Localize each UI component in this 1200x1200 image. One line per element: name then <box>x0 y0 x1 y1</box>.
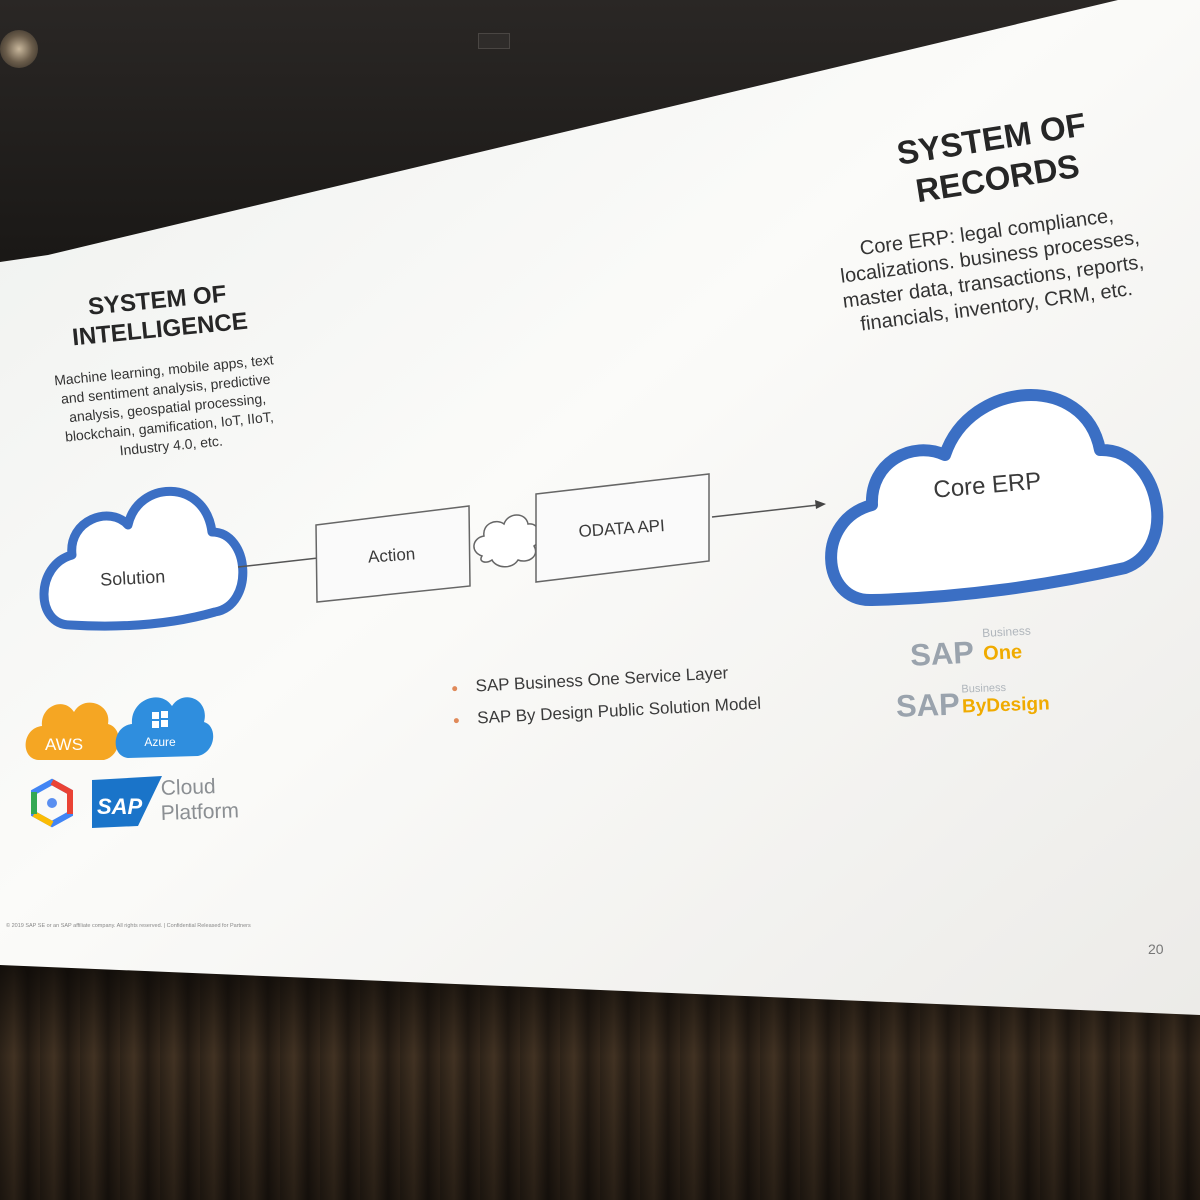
google-cloud-logo-icon <box>31 778 73 828</box>
svg-text:Business: Business <box>982 624 1031 641</box>
core-erp-cloud-icon: Core ERP <box>825 389 1164 607</box>
solution-cloud-icon: Solution <box>39 486 248 631</box>
page-number: 20 <box>1148 941 1164 957</box>
svg-text:ByDesign: ByDesign <box>962 693 1050 717</box>
aws-logo-icon: AWS <box>25 702 119 760</box>
sap-business-one-logo: SAP Business One <box>909 624 1031 673</box>
action-label: Action <box>367 544 415 566</box>
svg-text:SAP: SAP <box>895 687 960 724</box>
azure-logo-icon: Azure <box>115 697 214 758</box>
sap-cloud-platform-logo-icon: SAP <box>92 776 162 828</box>
svg-text:SAP: SAP <box>97 794 143 819</box>
svg-text:SAP: SAP <box>909 635 974 673</box>
action-box: Action <box>315 505 471 603</box>
svg-text:One: One <box>983 641 1023 665</box>
ceiling-light <box>0 30 38 68</box>
arrow-line <box>711 504 819 518</box>
bullet-dot-icon <box>453 718 459 724</box>
connector-line <box>237 557 319 568</box>
sap-cloud-label-line2: Platform <box>160 799 239 825</box>
svg-text:AWS: AWS <box>45 735 83 754</box>
svg-text:Business: Business <box>961 682 1007 696</box>
svg-text:Azure: Azure <box>144 735 176 749</box>
sap-cloud-label-line1: Cloud <box>160 775 216 800</box>
odata-api-box: ODATA API <box>535 473 710 583</box>
sap-business-bydesign-logo: SAP Business ByDesign <box>895 682 1050 724</box>
ceiling-vent <box>478 33 510 49</box>
footer-copyright: © 2019 SAP SE or an SAP affiliate compan… <box>6 922 251 929</box>
bullet-dot-icon <box>452 686 458 692</box>
solution-label: Solution <box>100 566 166 589</box>
arrow-head-icon <box>815 500 826 509</box>
